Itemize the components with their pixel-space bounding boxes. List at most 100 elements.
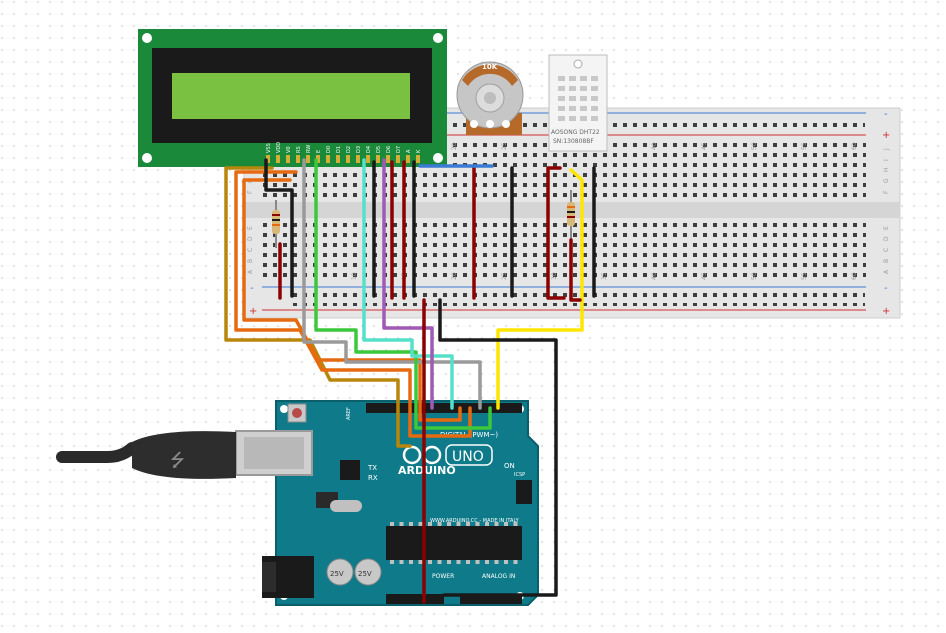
row-letter: D xyxy=(883,236,890,241)
column-number: 45 xyxy=(701,142,708,150)
lcd-pin-label: K xyxy=(416,149,422,153)
icsp-header xyxy=(516,480,532,504)
row-letter: I xyxy=(883,159,890,161)
lcd-pin-label: D3 xyxy=(356,146,362,153)
row-letter: C xyxy=(883,248,890,252)
rail-plus-top: + xyxy=(882,130,890,141)
wire-orange-2 xyxy=(242,178,462,422)
uno-label: UNO xyxy=(452,449,484,465)
rail-plus-bottom: + xyxy=(882,306,890,317)
row-letter: E xyxy=(883,226,890,230)
wire-lcd-gnd xyxy=(264,158,294,298)
lcd-pin-label: VSS xyxy=(266,143,272,153)
lcd-pin-label: D1 xyxy=(336,146,342,153)
rail-minus-bottom: - xyxy=(884,283,888,294)
column-number: 60 xyxy=(851,272,858,280)
wire-arduino-gnd xyxy=(438,298,558,597)
analog-header xyxy=(460,594,522,604)
wire-dht-vcc xyxy=(546,166,566,300)
row-letter: F xyxy=(247,190,254,194)
column-number: 20 xyxy=(451,272,458,280)
row-letter: D xyxy=(247,236,254,241)
lcd-pin-label: D4 xyxy=(366,146,372,153)
icsp-label: ICSP xyxy=(514,472,525,478)
website-label: WWW.ARDUINO.CC - MADE IN ITALY xyxy=(430,518,520,524)
arduino-logo: ARDUINO xyxy=(398,464,456,477)
capacitor-1: 25V xyxy=(326,558,354,586)
tx-label: TX xyxy=(367,464,377,472)
crystal-oscillator xyxy=(330,500,362,512)
rail-minus-top: - xyxy=(884,109,888,120)
svg-text:25V: 25V xyxy=(358,570,372,578)
rx-label: RX xyxy=(368,474,378,482)
row-letter: B xyxy=(883,259,890,263)
lcd-pin-label: E xyxy=(316,150,322,153)
column-number: 20 xyxy=(451,142,458,150)
lcd-pin-label: D6 xyxy=(386,146,392,153)
rail-plus-left: + xyxy=(249,306,257,317)
lcd-pin-label: V0 xyxy=(286,146,292,153)
resistor-lcd xyxy=(272,200,280,248)
chip-pins xyxy=(390,522,518,564)
power-label: POWER xyxy=(432,573,454,580)
dht-label-1: AOSONG DHT22 xyxy=(551,129,600,136)
column-number: 25 xyxy=(501,142,508,150)
on-label: ON xyxy=(504,462,515,470)
wire-orange-1 xyxy=(234,170,472,438)
svg-text:25V: 25V xyxy=(330,570,344,578)
pot-value-label: 10K xyxy=(482,63,498,71)
wire-data-yellow xyxy=(496,168,584,410)
lcd-pin-label: D2 xyxy=(346,146,352,153)
row-letter: J xyxy=(883,148,890,151)
row-letter: A xyxy=(883,269,890,274)
wire-purple xyxy=(382,158,434,410)
lcd-pin-label: D0 xyxy=(326,146,332,153)
column-number: 55 xyxy=(801,272,808,280)
lcd-pin-label: A xyxy=(406,149,412,153)
aref-label: AREF xyxy=(346,407,352,420)
resistor-dht xyxy=(567,190,575,240)
lcd-pin-label: RS xyxy=(296,146,302,153)
column-number: 40 xyxy=(651,272,658,280)
row-letter: B xyxy=(247,259,254,263)
lcd-pin-label: D5 xyxy=(376,146,382,153)
row-letter: H xyxy=(883,167,890,172)
atmega-chip xyxy=(386,526,522,560)
wires xyxy=(224,158,596,604)
column-number: 55 xyxy=(801,142,808,150)
row-letter: F xyxy=(883,190,890,194)
column-number: 50 xyxy=(751,272,758,280)
potentiometer: 10K xyxy=(456,61,524,135)
column-number: 25 xyxy=(501,272,508,280)
column-number: 45 xyxy=(701,272,708,280)
rail-minus-left: - xyxy=(250,283,254,294)
column-number: 40 xyxy=(651,142,658,150)
row-letter: C xyxy=(247,248,254,252)
lcd-pin-label: RW xyxy=(306,145,312,153)
dht22-sensor: AOSONG DHT22 SN:130808BF xyxy=(548,54,608,152)
wire-cyan xyxy=(362,158,454,410)
column-number: 60 xyxy=(851,142,858,150)
row-letter: A xyxy=(247,269,254,274)
wire-green xyxy=(314,158,492,430)
wire-dht-vcc-2 xyxy=(569,238,582,302)
power-header xyxy=(386,594,444,604)
lcd-pin-label: D7 xyxy=(396,146,402,153)
column-number: 35 xyxy=(601,272,608,280)
analog-label: ANALOG IN xyxy=(482,573,515,580)
arduino-uno-board: DIGITAL (PWM~) ARDUINO UNO TX RX ON AREF… xyxy=(235,400,539,606)
digital-header xyxy=(366,403,522,413)
usb-symbol-icon: ⭍ xyxy=(170,450,185,471)
wire-grey xyxy=(302,158,482,410)
lcd-pin-label: VDD xyxy=(276,142,282,153)
capacitor-2: 25V xyxy=(354,558,382,586)
usb-cable: ⭍ xyxy=(56,431,236,479)
column-number: 30 xyxy=(551,272,558,280)
column-number: 10 xyxy=(351,272,358,280)
row-letter: E xyxy=(247,226,254,230)
